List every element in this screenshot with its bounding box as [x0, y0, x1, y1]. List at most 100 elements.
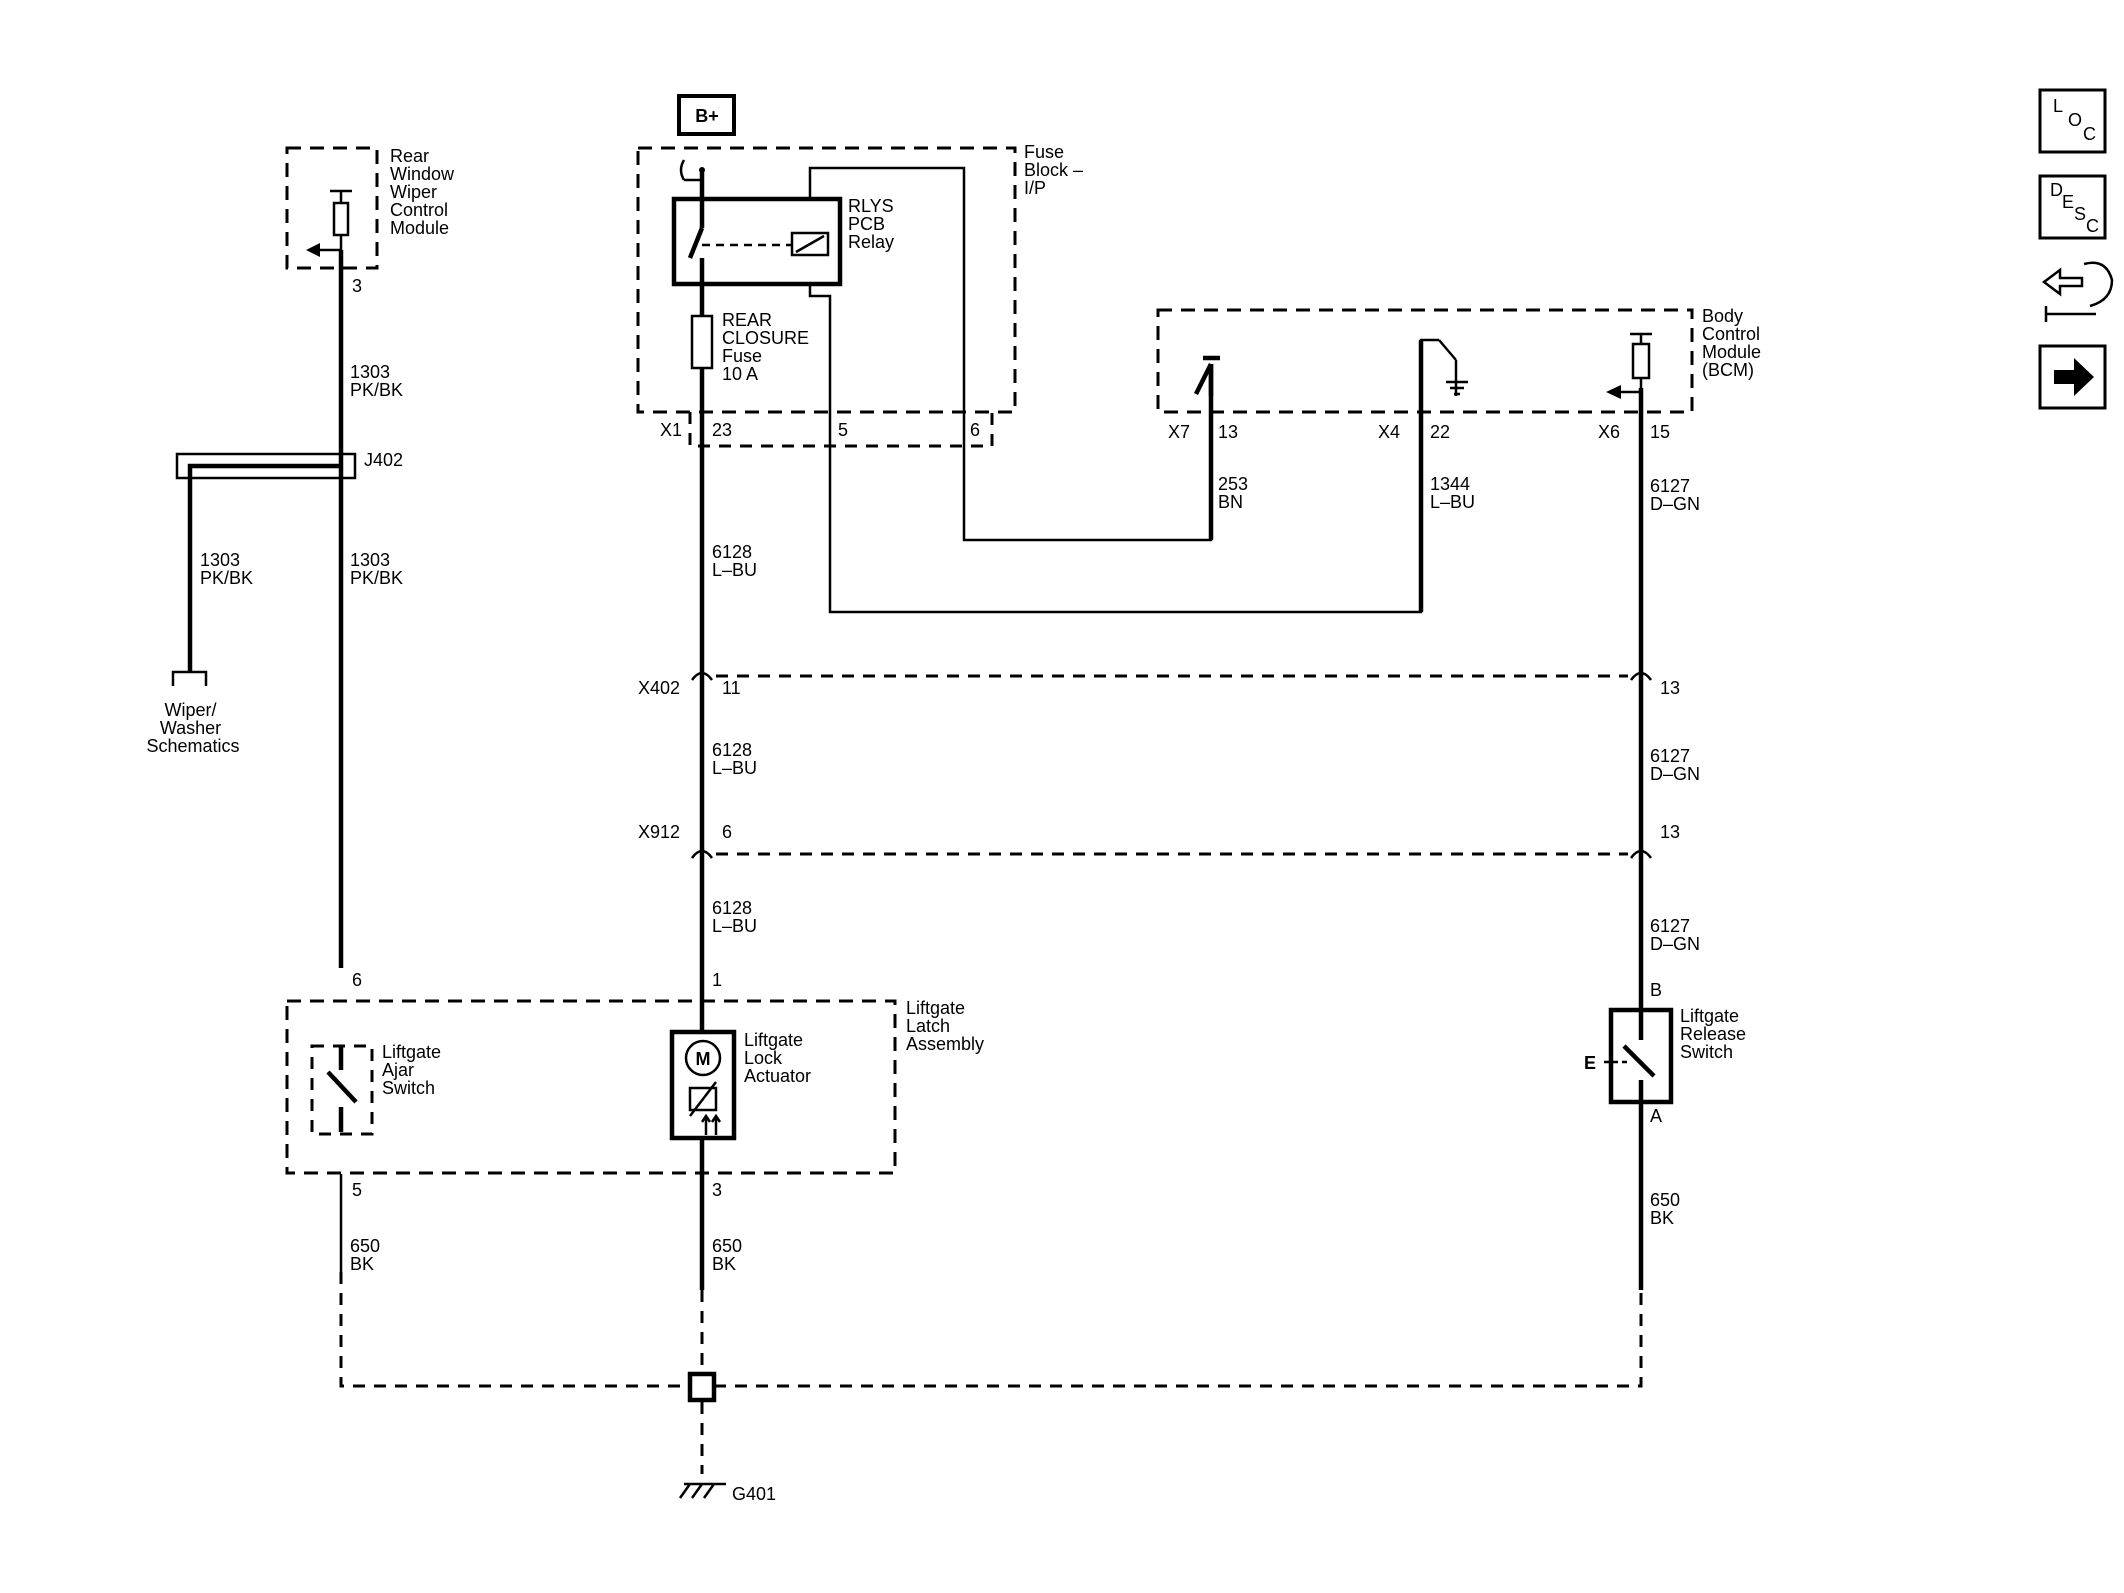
next-arrow-button[interactable]	[2038, 344, 2107, 410]
ajar-pin-5: 5	[352, 1180, 362, 1200]
wiper-reference-symbol	[171, 670, 208, 686]
right-arrow-icon	[2054, 358, 2094, 396]
wire-1303-label-branch: 1303 PK/BK	[200, 550, 253, 588]
desc-letter-s: S	[2074, 204, 2086, 224]
fusible-link-icon	[679, 159, 702, 182]
fuse-block-name: Fuse Block – I/P	[1024, 142, 1088, 198]
x912-right-pin-icon	[1629, 849, 1653, 859]
bcm-resistor-icon	[1631, 342, 1651, 380]
motor-symbol-label: M	[696, 1049, 711, 1069]
release-switch-icon	[1622, 1010, 1656, 1102]
bplus-label: B+	[695, 106, 719, 126]
actuator-pin-1: 1	[712, 970, 722, 990]
lock-actuator-box	[669, 1029, 737, 1141]
wire-1303-branch	[187, 463, 341, 672]
wire-650-label-right: 650 BK	[1650, 1190, 1685, 1228]
bplus-node	[699, 167, 705, 173]
diagnostic-tools-icon[interactable]	[2041, 261, 2114, 322]
release-actuator-symbol: E	[1584, 1053, 1596, 1073]
wire-6127-label-3: 6127 D–GN	[1650, 916, 1700, 954]
wiper-input-arrow-icon	[318, 235, 343, 252]
ajar-switch-icon	[326, 1045, 358, 1132]
x1-pin-23: 23	[712, 420, 732, 440]
wire-6128-label-1: 6128 L–BU	[712, 542, 757, 580]
x912-pin-13: 13	[1660, 822, 1680, 842]
ground-g401-icon	[678, 1482, 726, 1499]
x912-pin-6: 6	[722, 822, 732, 842]
x4-label: X4	[1378, 422, 1400, 442]
x402-label: X402	[638, 678, 680, 698]
x7-label: X7	[1168, 422, 1190, 442]
relay-coil-slash	[795, 234, 825, 254]
fuse-block-box	[636, 146, 1017, 414]
wiper-pullup-symbol	[330, 189, 352, 203]
bcm-x7-switch-icon	[1193, 355, 1220, 396]
ajar-switch-name: Liftgate Ajar Switch	[382, 1042, 446, 1098]
relay-name: RLYS PCB Relay	[848, 196, 899, 252]
x402-right-pin-icon	[1629, 671, 1653, 681]
bcm-x4-switch-icon	[1438, 339, 1468, 396]
x1-label: X1	[660, 420, 682, 440]
wire-6127-label-2: 6127 D–GN	[1650, 746, 1700, 784]
bcm-arrowhead-icon	[1606, 385, 1621, 399]
wiper-washer-reference[interactable]: Wiper/ Washer Schematics	[146, 700, 239, 756]
x912-label: X912	[638, 822, 680, 842]
fuse-icon	[690, 314, 714, 370]
wire-6128-label-2: 6128 L–BU	[712, 740, 757, 778]
relay-ground-wire	[808, 284, 1439, 614]
loc-button[interactable]: L O C	[2038, 88, 2107, 154]
x6-pin-15: 15	[1650, 422, 1670, 442]
ground-bus-dashed	[339, 1272, 1643, 1388]
x912-left-pin-icon	[690, 849, 714, 859]
x7-pin-13: 13	[1218, 422, 1238, 442]
wire-6127-label-1: 6127 D–GN	[1650, 476, 1700, 514]
x4-pin-22: 22	[1430, 422, 1450, 442]
wire-1303-label-top: 1303 PK/BK	[350, 362, 403, 400]
x402-pin-11: 11	[722, 678, 741, 698]
x1-pin-5: 5	[838, 420, 848, 440]
release-switch-name: Liftgate Release Switch	[1680, 1006, 1751, 1062]
wire-1344-label: 1344 L–BU	[1430, 474, 1475, 512]
desc-letter-d: D	[2050, 180, 2063, 200]
wire-6128-label-3: 6128 L–BU	[712, 898, 757, 936]
loc-letter-c: C	[2083, 124, 2096, 144]
liftgate-latch-name: Liftgate Latch Assembly	[906, 998, 984, 1054]
actuator-arrows-icon	[700, 1113, 722, 1135]
fuse-name: REAR CLOSURE Fuse 10 A	[722, 310, 814, 384]
bcm-pullup-symbol	[1630, 332, 1652, 344]
x402-pin-13: 13	[1660, 678, 1680, 698]
ground-g401-label: G401	[732, 1484, 776, 1504]
loc-letter-o: O	[2068, 110, 2082, 130]
splice-j402-bar	[175, 452, 357, 480]
x6-label: X6	[1598, 422, 1620, 442]
loc-letter-l: L	[2053, 96, 2063, 116]
motor-icon	[684, 1039, 722, 1077]
x1-pin-6: 6	[970, 420, 980, 440]
splice-j402-label: J402	[364, 450, 403, 470]
rear-wiper-module-name: Rear Window Wiper Control Module	[390, 146, 459, 238]
relay-box	[671, 196, 843, 287]
x402-left-pin-icon	[690, 671, 714, 681]
liftgate-latch-box	[285, 999, 897, 1175]
bcm-input-arrow-icon	[1620, 378, 1643, 394]
wire-650-label-left: 650 BK	[350, 1236, 385, 1274]
ground-splice-icon	[687, 1371, 717, 1403]
relay-coil-icon	[790, 231, 830, 257]
lock-actuator-name: Liftgate Lock Actuator	[744, 1030, 811, 1086]
desc-button[interactable]: D E S C	[2038, 174, 2107, 240]
bcm-box	[1156, 308, 1694, 414]
wire-1303-label-lower: 1303 PK/BK	[350, 550, 403, 588]
actuator-pin-3: 3	[712, 1180, 722, 1200]
release-pin-a: A	[1650, 1106, 1662, 1126]
release-pin-b: B	[1650, 980, 1662, 1000]
bplus-box	[677, 94, 736, 136]
wiper-arrowhead-icon	[306, 243, 320, 257]
rear-wiper-module-box	[285, 146, 379, 270]
actuator-coil-icon	[688, 1081, 718, 1117]
desc-letter-e: E	[2062, 192, 2074, 212]
ajar-pin-6: 6	[352, 970, 362, 990]
wiper-pin-3: 3	[352, 276, 362, 296]
wire-650-label-center: 650 BK	[712, 1236, 747, 1274]
desc-letter-c: C	[2086, 216, 2099, 236]
